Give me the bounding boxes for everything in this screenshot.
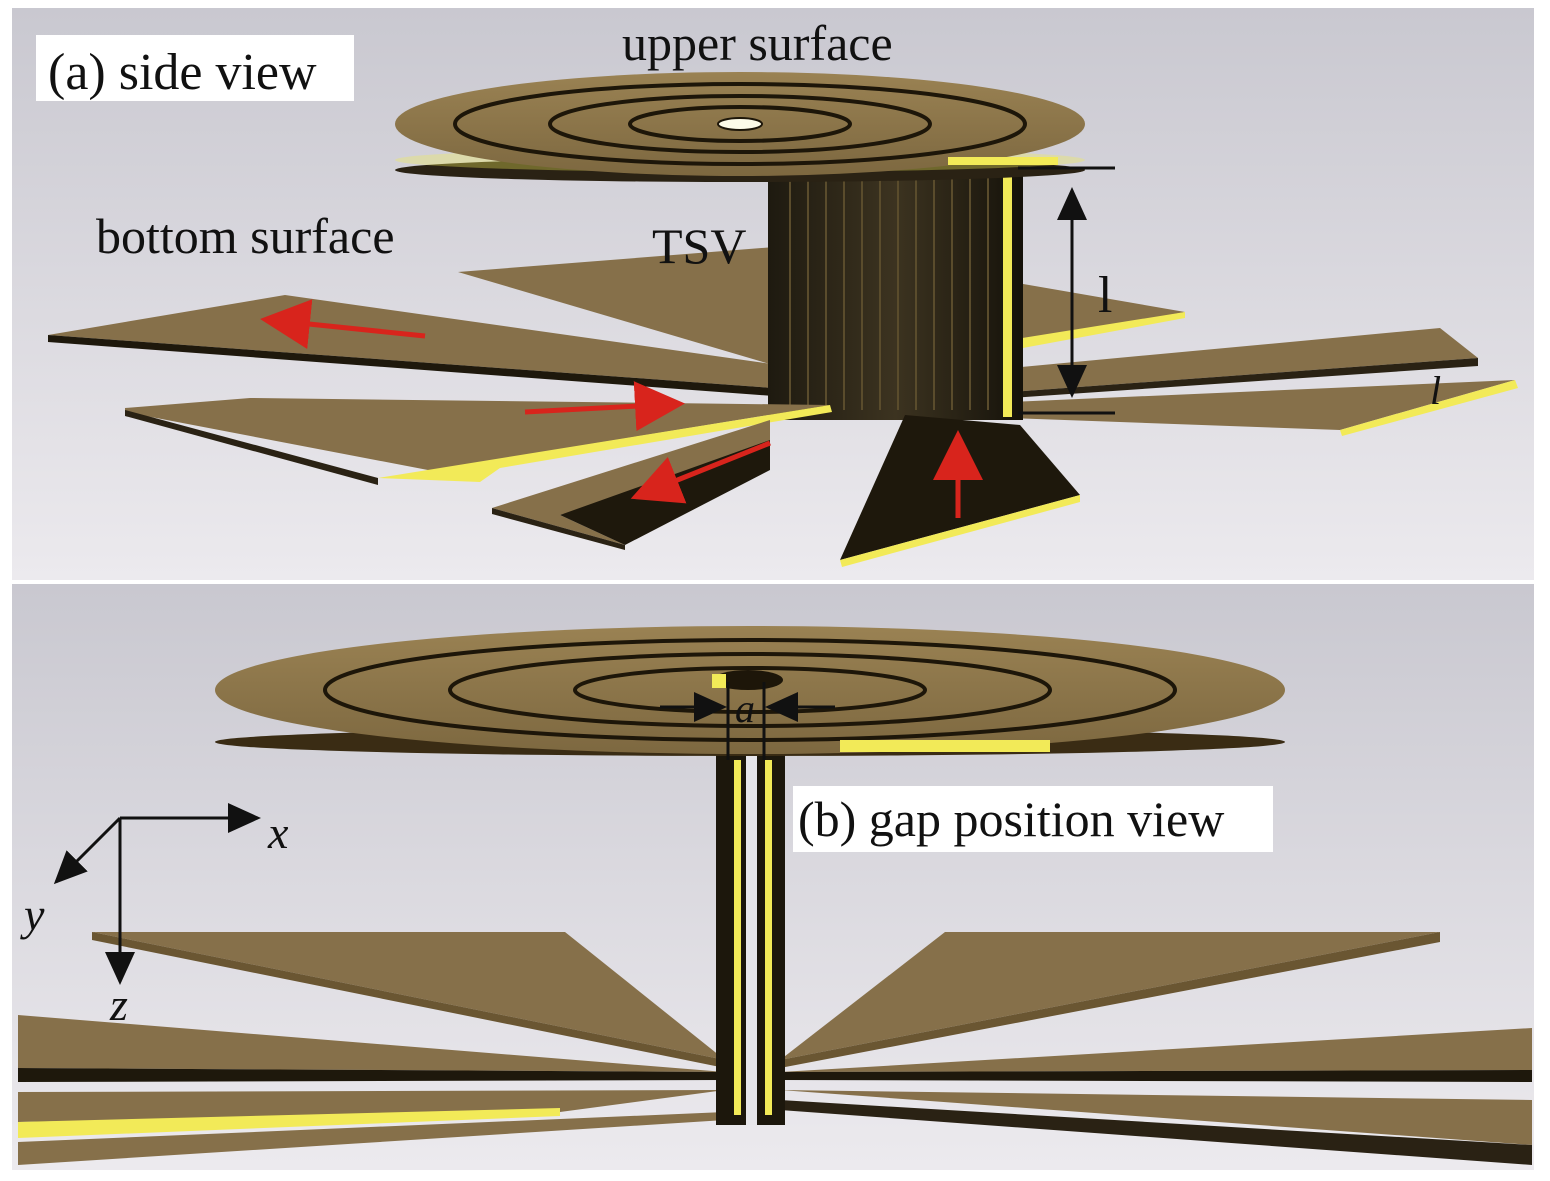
disc-b-ring-inner [573,666,927,714]
current-arrows [260,299,983,518]
fin-right-upper-edge [1010,358,1478,398]
panel-b: a x y z (b) gap position view [12,584,1534,1170]
fin-left-lower-shadow [125,410,378,485]
fin-front-left-edge [492,508,625,550]
axis-y-label: y [20,889,45,940]
panel-b-pillar [716,730,785,1125]
disc-b-top [215,626,1285,754]
axis-y-arrow [53,816,122,885]
pillar-left-edge [734,760,741,1115]
fin-b-left-mid-edge [18,1068,725,1082]
pillar-right-edge [765,760,772,1115]
fin-b-right-top-edge [780,932,1440,1068]
disc-b-rim-yellow [840,740,1050,752]
fin-b-left-top-edge [92,932,725,1068]
fin-b-right-low-edge [780,1100,1532,1165]
panel-b-bottom-fins [18,932,1532,1165]
panel-b-disc [215,626,1285,756]
bottom-surface-fins-back [48,245,1518,436]
fin-back-right [1000,280,1185,345]
disc-gap-edge [948,157,1058,165]
disc-b-gap-edge-left [712,674,726,688]
pillar-gap-edge [1003,172,1012,417]
fin-b-right-low [780,1090,1532,1145]
axis-z-label: z [109,979,128,1030]
tsv-pillar [768,170,1023,420]
current-arrow-down-left [630,440,771,504]
thickness-t-label: l [1430,368,1441,413]
fin-left-upper-edge [48,335,800,398]
fin-b-right-mid-edge [780,1070,1532,1082]
gap-dimension-a: a [660,682,835,760]
current-arrow-right [524,381,685,432]
current-arrow-left [260,299,426,349]
fin-right-lower [1010,380,1515,430]
fin-b-left-low-edge [18,1108,560,1138]
fin-b-left-bottom [18,1112,725,1165]
fin-b-left-low [18,1090,725,1122]
axis-x-label: x [267,807,289,858]
pillar-body [768,170,1023,420]
coordinate-axes: x y z [20,803,289,1030]
disc-b-ring-middle [448,652,1052,728]
disc-ring-middle [548,94,932,154]
fin-back-right-edge [1010,312,1185,350]
fin-left-upper [48,295,800,390]
upper-surface-disc [395,72,1085,182]
panel-b-title-box [793,786,1273,852]
fin-b-left-mid [18,1015,725,1072]
pillar-stripes [789,175,989,410]
tsv-label: TSV [652,218,746,274]
pillar-gap [746,740,757,1125]
panel-a: l l (a) side view upper surface bottom s… [12,8,1534,580]
fin-right-lower-edge [1340,380,1518,436]
bottom-surface-label: bottom surface [96,208,395,264]
dimension-l: l [1018,166,1115,415]
pillar-left-half [716,730,746,1125]
gap-label: a [735,686,755,731]
fin-b-right-mid [780,1028,1532,1072]
upper-surface-label: upper surface [622,15,893,71]
panel-a-title: (a) side view [48,44,317,101]
fin-right-upper [1010,328,1478,392]
panel-b-title: (b) gap position view [798,791,1224,847]
disc-ring-inner [628,105,852,143]
disc-center-hole [717,117,763,131]
disc-ring-outer [453,82,1027,166]
dimension-l-label: l [1098,267,1112,324]
fin-back-center [458,245,820,370]
disc-b-ring-outer [323,638,1177,742]
fin-left-lower-edge [378,405,832,482]
panel-a-title-box [36,35,354,101]
fin-front-right-edge [840,495,1080,567]
